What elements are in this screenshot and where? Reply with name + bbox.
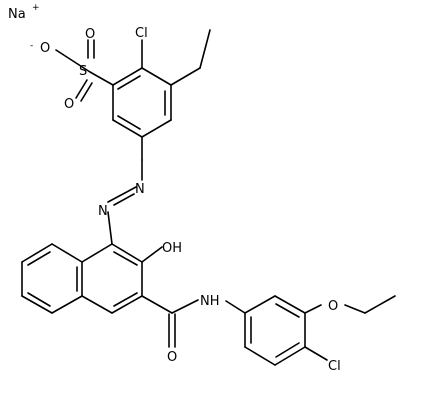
bond (21, 295, 53, 314)
bond (304, 304, 322, 314)
bond (81, 243, 113, 263)
bond (27, 251, 51, 266)
sulfonate-oxygen-charge: - (30, 41, 33, 51)
bond (80, 82, 93, 102)
bond (141, 246, 163, 263)
bond (113, 251, 138, 266)
azo-nitrogen-upper: N (135, 182, 145, 197)
bond (141, 295, 173, 314)
bond (107, 211, 113, 245)
bond (275, 303, 300, 318)
hydroxyl-label: OH (162, 241, 182, 256)
bond (117, 115, 141, 130)
bond (111, 243, 143, 263)
bond (113, 292, 138, 307)
bond (170, 67, 201, 86)
bond (274, 346, 306, 366)
bond (141, 67, 172, 86)
bond (304, 346, 328, 361)
sulfur-label: S (79, 64, 87, 79)
bond (51, 243, 83, 263)
bond (171, 299, 199, 314)
bond (112, 67, 143, 86)
bond (75, 79, 88, 99)
bond (111, 295, 143, 314)
bond (225, 300, 246, 314)
bond (55, 49, 91, 73)
sulfonate-oxygen-bottom: O (64, 97, 74, 112)
sulfonate-oxygen-negative: O (40, 41, 50, 56)
aryl-chloro-label: Cl (328, 359, 341, 374)
amide-oxygen-label: O (167, 350, 177, 365)
bond (117, 75, 141, 90)
bond (244, 346, 276, 366)
bond (21, 243, 53, 263)
sodium-charge: + (32, 3, 40, 13)
bond (27, 292, 51, 307)
bond (89, 71, 114, 86)
ethoxy-oxygen-label: O (328, 299, 338, 314)
azo-nitrogen-lower: N (98, 204, 108, 219)
amide-nh-label: NH (200, 294, 220, 309)
bond (344, 304, 366, 314)
bond-layer (21, 29, 396, 366)
bond (364, 295, 396, 314)
ring-chloro-label: Cl (135, 26, 148, 41)
sodium-label: Na (8, 7, 26, 22)
bond (244, 295, 276, 314)
bond (112, 119, 143, 138)
bond (81, 295, 113, 314)
bond (275, 342, 300, 358)
bond (199, 29, 211, 69)
bond (113, 193, 135, 206)
sulfonate-oxygen-top: O (85, 27, 95, 42)
bond (141, 119, 172, 138)
bond (107, 186, 137, 203)
bond (274, 295, 306, 314)
atom-label-layer: Na + - O O S O Cl N N OH NH O O Cl (8, 3, 341, 374)
bond (51, 295, 83, 314)
